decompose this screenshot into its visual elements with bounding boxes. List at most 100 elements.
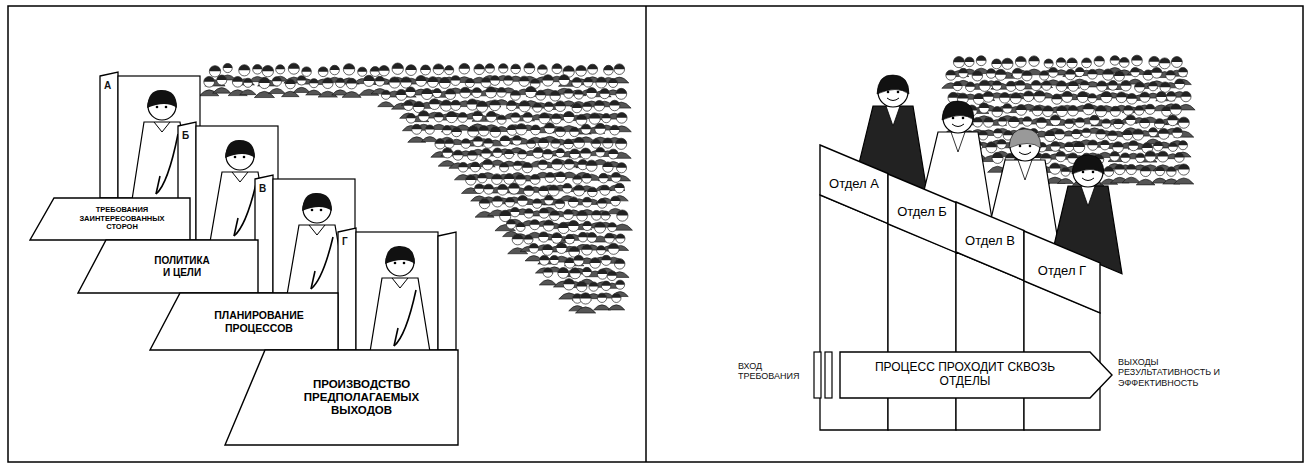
crowd-hair	[490, 76, 500, 81]
crowd-head	[582, 173, 592, 183]
crowd-head	[558, 268, 569, 279]
crowd-hair	[1008, 117, 1019, 122]
crowd-head	[607, 271, 617, 281]
crowd-head	[272, 77, 281, 86]
crowd-hair	[1041, 153, 1052, 158]
crowd-person	[378, 90, 394, 106]
crowd-hair	[600, 185, 610, 190]
crowd-hair	[460, 87, 471, 92]
output-label: ВЫХОДЫ РЕЗУЛЬТАТИВНОСТЬ И ЭФФЕКТИВНОСТЬ	[1118, 357, 1242, 388]
crowd-hair	[524, 209, 533, 214]
crowd-hair	[594, 100, 605, 105]
crowd-head	[1064, 142, 1074, 152]
department-name: Отдел Б	[897, 205, 947, 220]
crowd-head	[595, 222, 606, 233]
node-outline	[1024, 231, 1100, 313]
crowd-head	[1170, 104, 1181, 115]
crowd-head	[381, 90, 390, 99]
crowd-hair	[616, 88, 627, 93]
crowd-hair	[302, 67, 312, 72]
crowd-head	[965, 57, 974, 66]
person-eye	[394, 262, 397, 265]
crowd-shoulders	[1057, 178, 1073, 183]
crowd-head	[363, 75, 374, 86]
crowd-head	[1159, 58, 1170, 69]
crowd-hair	[611, 172, 621, 177]
crowd-hair	[392, 63, 403, 69]
crowd-hair	[580, 148, 591, 153]
crowd-head	[465, 78, 474, 87]
crowd-hair	[1132, 55, 1143, 60]
crowd-head	[556, 243, 567, 254]
crowd-hair	[1095, 105, 1106, 111]
node-outline	[820, 145, 888, 224]
crowd-hair	[1016, 105, 1027, 110]
label-holder: А	[104, 80, 111, 92]
crowd-hair	[458, 113, 468, 118]
crowd-head	[416, 75, 427, 86]
person-hair	[942, 101, 974, 120]
crowd-hair	[336, 78, 345, 83]
crowd-head	[262, 65, 273, 76]
crowd-hair	[1149, 128, 1158, 133]
partition-letter: В	[259, 183, 266, 195]
crowd-hair	[609, 100, 619, 105]
crowd-head	[489, 100, 500, 111]
crowd-head	[482, 159, 493, 170]
crowd-head	[1002, 58, 1013, 69]
crowd-head	[509, 183, 520, 194]
person-hair	[1072, 155, 1104, 174]
crowd-head	[536, 90, 546, 100]
crowd-head	[379, 66, 389, 76]
crowd-hair	[1158, 128, 1169, 133]
crowd-hair	[400, 77, 411, 83]
partition-panel	[338, 228, 356, 350]
crowd-head	[538, 65, 548, 75]
crowd-head	[1015, 80, 1025, 90]
crowd-hair	[979, 103, 989, 108]
crowd-hair	[992, 152, 1003, 158]
crowd-person	[293, 76, 310, 93]
crowd-head	[1115, 164, 1125, 174]
crowd-head	[1071, 129, 1080, 138]
crowd-hair	[580, 293, 591, 299]
crowd-hair	[608, 149, 618, 154]
crowd-head	[517, 195, 528, 206]
crowd-head	[577, 210, 588, 221]
person-hair	[877, 75, 909, 94]
crowd-person	[240, 78, 256, 94]
crowd-head	[1049, 163, 1060, 174]
crowd-head	[594, 100, 605, 111]
crowd-hair	[581, 124, 591, 129]
crowd-head	[592, 210, 602, 220]
person-eye	[1082, 171, 1085, 174]
crowd-hair	[1123, 106, 1133, 111]
crowd-hair	[442, 126, 451, 131]
crowd-head	[946, 70, 956, 80]
crowd-head	[1042, 106, 1053, 117]
crowd-hair	[1126, 93, 1137, 98]
crowd-head	[1077, 92, 1088, 103]
crowd-hair	[995, 69, 1006, 75]
crowd-head	[460, 87, 471, 98]
crowd-hair	[1083, 103, 1094, 109]
crowd-hair	[459, 63, 470, 68]
crowd-hair	[978, 131, 987, 136]
crowd-head	[953, 82, 962, 91]
crowd-head	[617, 210, 628, 221]
crowd-hair	[1114, 71, 1124, 76]
crowd-head	[358, 67, 367, 76]
crowd-head	[543, 268, 553, 278]
crowd-hair	[435, 139, 445, 144]
crowd-head	[1175, 79, 1185, 89]
crowd-hair	[1087, 69, 1097, 74]
crowd-head	[600, 89, 610, 99]
crowd-head	[543, 149, 553, 159]
crowd-hair	[500, 210, 511, 216]
crowd-head	[953, 57, 964, 68]
crowd-hair	[550, 211, 560, 216]
crowd-shoulders	[342, 92, 361, 98]
crowd-hair	[1065, 69, 1075, 74]
crowd-head	[1040, 71, 1049, 80]
crowd-hair	[518, 150, 527, 155]
